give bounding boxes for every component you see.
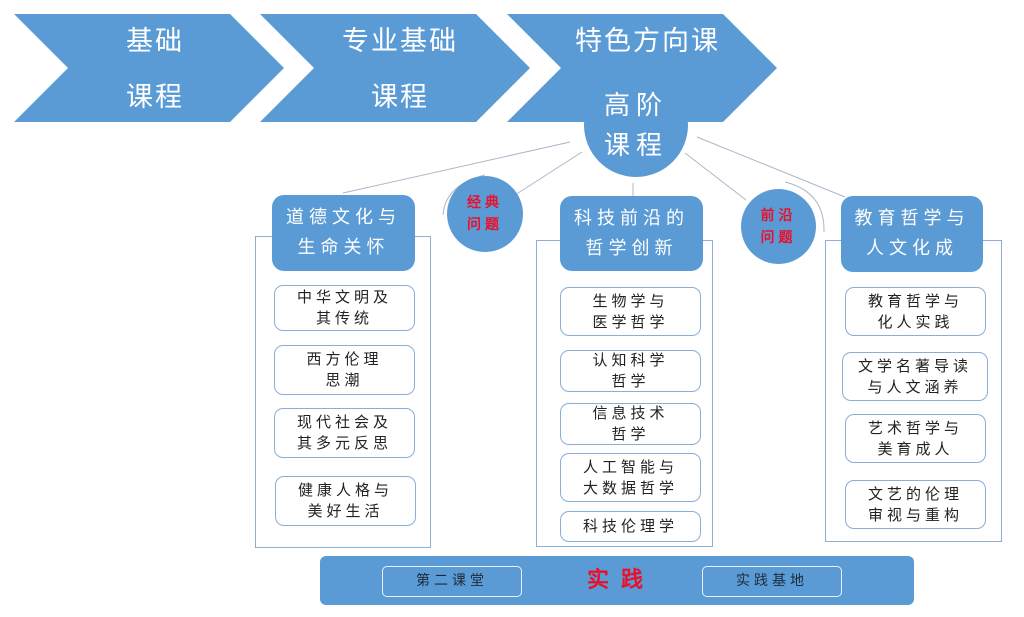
course-line1: 健康人格与 (297, 481, 393, 499)
stage-chevron-3 (507, 14, 777, 122)
course-line1: 信息技术 (592, 404, 669, 422)
course-line1: 人工智能与 (582, 457, 678, 476)
bubble-2-line2: 问题 (760, 229, 797, 246)
course-line2: 审视与重构 (867, 505, 963, 524)
course-line2: 大数据哲学 (582, 478, 678, 497)
course-line2: 哲学 (611, 425, 650, 443)
stage-3-line1: 特色方向课 (575, 26, 720, 57)
column-3-header-line1: 教育哲学与 (854, 208, 970, 229)
stage-chevron-1 (14, 14, 284, 122)
course-line2: 其多元反思 (296, 434, 392, 452)
stage-2-line1: 专业基础 (342, 26, 458, 57)
connector-line (514, 151, 583, 196)
course-item: 艺术哲学与 美育成人 (845, 414, 986, 463)
hub-line1: 高阶 (603, 91, 668, 121)
stage-2-line2: 课程 (371, 82, 429, 113)
hub-circle (584, 73, 688, 177)
course-item: 文艺的伦理 审视与重构 (845, 480, 986, 529)
course-line2: 与人文涵养 (867, 377, 963, 396)
course-line1: 生物学与 (592, 291, 669, 310)
course-item: 科技伦理学 (560, 511, 701, 542)
bubble-1-line2: 问题 (467, 217, 503, 233)
course-line2: 思潮 (325, 371, 364, 389)
course-line1: 文艺的伦理 (867, 484, 963, 503)
course-item: 生物学与 医学哲学 (560, 287, 701, 336)
course-item: 健康人格与 美好生活 (275, 476, 416, 526)
connector-arc (784, 181, 825, 233)
hub-label: 高阶 课程 (586, 86, 686, 166)
column-2-header-line2: 哲学创新 (585, 237, 678, 259)
column-header-2: 科技前沿的 哲学创新 (560, 196, 703, 271)
course-item: 认知科学 哲学 (560, 350, 701, 392)
course-item: 教育哲学与 化人实践 (845, 287, 986, 336)
connector-line (342, 141, 571, 194)
course-line2: 哲学 (611, 372, 650, 390)
course-line1: 艺术哲学与 (867, 418, 963, 437)
course-line2: 美好生活 (307, 502, 384, 520)
practice-base-box: 实践基地 (702, 566, 842, 597)
course-line1: 现代社会及 (296, 413, 392, 431)
column-1-header-line1: 道德文化与 (286, 207, 401, 228)
hub-line2: 课程 (603, 131, 668, 161)
bubble-1-line1: 经典 (467, 195, 503, 211)
course-item: 西方伦理 思潮 (274, 345, 415, 395)
column-1-header-line2: 生命关怀 (297, 237, 390, 258)
course-line1: 文学名著导读 (857, 356, 972, 375)
stage-label-3: 特色方向课 (560, 14, 735, 70)
course-item: 文学名著导读 与人文涵养 (842, 352, 988, 401)
connector-line (696, 136, 846, 198)
course-line1: 西方伦理 (306, 350, 383, 368)
bubble-2-line1: 前沿 (760, 207, 797, 224)
course-item: 现代社会及 其多元反思 (274, 408, 415, 458)
course-line1: 认知科学 (592, 351, 669, 369)
bubble-classic-problems: 经典 问题 (447, 176, 523, 252)
bubble-frontier-problems: 前沿 问题 (741, 189, 816, 264)
second-classroom-box: 第二课堂 (382, 566, 522, 597)
stage-label-2: 专业基础 课程 (325, 14, 475, 126)
course-line2: 医学哲学 (592, 312, 669, 331)
connector-line (684, 152, 747, 201)
stage-1-line1: 基础 (126, 26, 184, 57)
stage-1-line2: 课程 (126, 82, 184, 113)
course-item: 信息技术 哲学 (560, 403, 701, 445)
course-line2: 其传统 (315, 309, 373, 327)
course-line1: 科技伦理学 (582, 517, 678, 535)
course-item: 中华文明及 其传统 (274, 285, 415, 331)
course-line1: 教育哲学与 (867, 291, 963, 310)
course-line2: 美育成人 (877, 439, 954, 458)
column-3-header-line2: 人文化成 (866, 238, 958, 259)
course-line1: 中华文明及 (296, 288, 392, 306)
column-header-3: 教育哲学与 人文化成 (841, 196, 983, 272)
stage-chevron-2 (260, 14, 530, 122)
column-header-1: 道德文化与 生命关怀 (272, 195, 415, 271)
practice-label: 实践 (586, 567, 655, 593)
practice-bar: 第二课堂 实践 实践基地 (320, 556, 914, 605)
stage-label-1: 基础 课程 (90, 14, 220, 126)
column-2-header-line1: 科技前沿的 (574, 207, 689, 229)
course-item: 人工智能与 大数据哲学 (560, 453, 701, 502)
course-line2: 化人实践 (877, 312, 954, 331)
